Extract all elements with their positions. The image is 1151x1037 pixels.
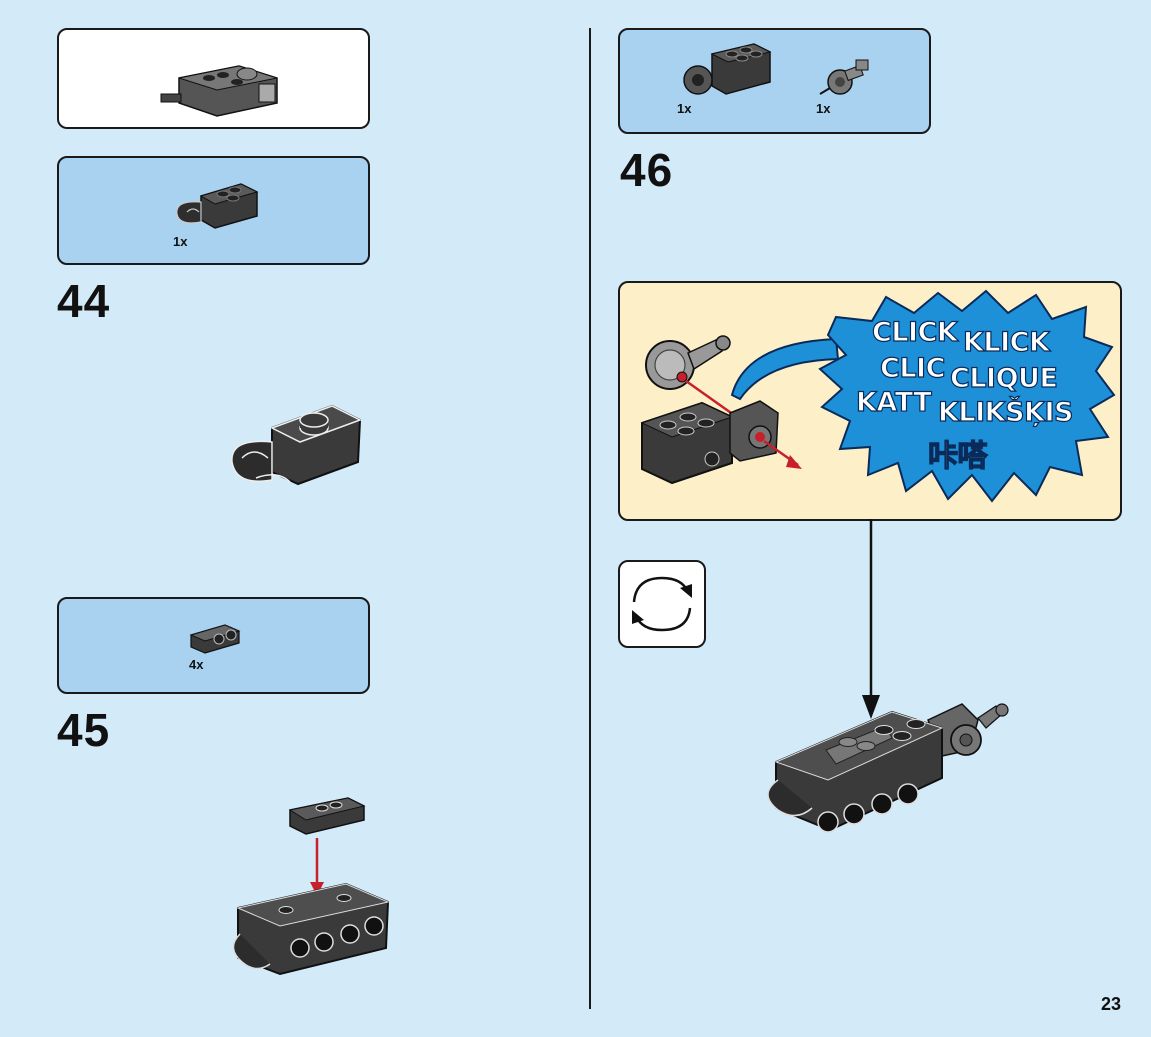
rotate-model-button (618, 560, 706, 648)
hinge-brick-icon (59, 158, 368, 263)
step-number-44: 44 (57, 274, 110, 328)
click-word-chinese: 咔嗒 (928, 431, 987, 475)
bracket-plate-icon (59, 599, 368, 692)
parts-list-step-44: 1x (57, 156, 370, 265)
page-number: 23 (1101, 994, 1121, 1015)
column-divider (589, 28, 591, 1009)
click-word-portuguese: CLIQUE (950, 363, 1057, 394)
click-word-german: KLICK (963, 327, 1049, 358)
click-word-french: CLIC (880, 353, 945, 384)
part-quantity: 1x (173, 234, 187, 249)
parts-list-step-46: 1x 1x (618, 28, 931, 134)
down-arrow-connector (861, 519, 881, 719)
step-44-model-illustration (228, 406, 368, 506)
step-45-model-illustration (226, 798, 396, 988)
step-46-model-illustration (756, 690, 1016, 850)
subassembly-preview-icon (59, 30, 368, 127)
step-number-45: 45 (57, 703, 110, 757)
part-quantity: 4x (189, 657, 203, 672)
click-callout-panel: CLICK KLICK CLIC CLIQUE KATT KLIKŠĶIS 咔嗒 (618, 281, 1122, 521)
click-word-norwegian: KATT (856, 387, 931, 418)
click-word-latvian: KLIKŠĶIS (938, 397, 1073, 428)
rotate-model-icon (620, 562, 704, 646)
technic-brick-with-ball-icon (676, 40, 796, 120)
part-quantity: 1x (677, 101, 691, 116)
click-word-english: CLICK (872, 317, 957, 348)
part-quantity: 1x (816, 101, 830, 116)
parts-list-step-45: 4x (57, 597, 370, 694)
subassembly-preview-panel (57, 28, 370, 129)
step-number-46: 46 (620, 143, 673, 197)
